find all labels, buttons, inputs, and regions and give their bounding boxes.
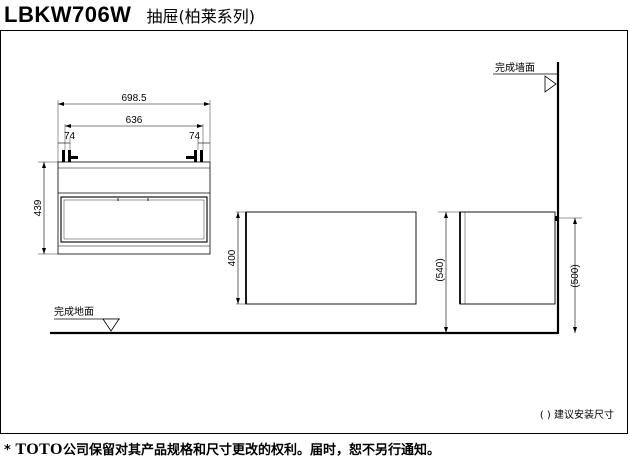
model-number: LBKW706W — [4, 2, 132, 27]
dim-inner-width: 636 — [64, 115, 204, 150]
dim-right-offset-label: 74 — [189, 131, 201, 142]
title-bar: LBKW706W 抽屉(柏莱系列) — [4, 2, 255, 28]
dim-right-offset: 74 — [189, 131, 210, 150]
footer-disclaimer: * TOTO公司保留对其产品规格和尺寸更改的权利。届时，恕不另行通知。 — [4, 439, 440, 459]
dim-floor-to-base-label: (500) — [570, 264, 581, 287]
floor-marker-icon — [102, 318, 120, 332]
dim-left-offset-label: 74 — [64, 131, 76, 142]
footer-text: 公司保留对其产品规格和尺寸更改的权利。届时，恕不另行通知。 — [63, 443, 441, 458]
floor-label: 完成地面 — [54, 305, 94, 318]
dim-inner-width-label: 636 — [126, 115, 143, 126]
footer-brand: TOTO — [15, 441, 63, 458]
dim-side-height-label: 400 — [227, 249, 238, 266]
dim-total-width-label: 698.5 — [121, 93, 146, 104]
side-view-mounted: (540) (500) — [435, 211, 582, 333]
drawing-frame — [0, 30, 628, 434]
footer-asterisk: * — [4, 443, 11, 458]
dim-height: 439 — [33, 161, 58, 255]
side-view-left: 400 — [227, 211, 417, 305]
dim-total-width: 698.5 — [58, 93, 210, 106]
product-name: 抽屉(柏莱系列) — [146, 7, 256, 26]
dim-left-offset: 74 — [58, 131, 76, 150]
wall-marker-icon — [544, 75, 557, 93]
dim-height-label: 439 — [33, 199, 44, 216]
wall-label: 完成墙面 — [495, 61, 535, 74]
install-note: ( ) 建议安装尺寸 — [539, 410, 614, 421]
front-view — [57, 100, 211, 255]
dim-mount-height-label: (540) — [435, 258, 446, 281]
